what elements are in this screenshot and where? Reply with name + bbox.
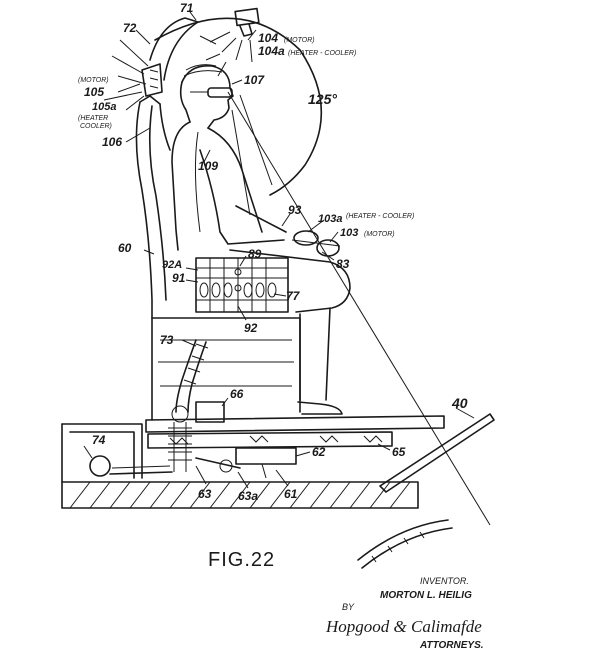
seat-base [151,317,301,423]
label-125-degrees: 125° [308,91,337,107]
attorneys-label: ATTORNEYS. [419,640,484,651]
label-93: 93 [288,203,302,217]
label-89: 89 [248,247,262,261]
label-77: 77 [286,289,301,303]
air-hose [175,339,209,413]
label-103-note: (MOTOR) [364,231,395,238]
inventor-name: MORTON L. HEILIG [380,590,472,601]
label-66: 66 [230,387,244,401]
overhead-fan-unit [199,7,260,77]
projection-arc [154,17,491,526]
rear-hood [103,17,199,101]
label-105: 105 [84,85,104,99]
leader-lines [83,11,475,489]
label-109: 109 [198,159,218,173]
label-105a-note1: (HEATER [78,115,108,122]
floor [61,423,419,509]
part-labels: 71 72 104 (MOTOR) 104a (HEATER - COOLER)… [78,1,468,503]
label-105a: 105a [92,101,116,113]
label-65: 65 [392,445,406,459]
label-103a-note: (HEATER - COOLER) [346,213,414,220]
label-40: 40 [451,395,468,411]
label-91: 91 [172,271,186,285]
label-83: 83 [336,257,350,271]
label-72: 72 [123,21,137,35]
label-104a-note: (HEATER - COOLER) [288,50,356,57]
label-103: 103 [340,227,358,239]
label-105-note: (MOTOR) [78,77,109,84]
label-107: 107 [244,73,265,87]
control-box [195,257,289,313]
label-71: 71 [180,1,194,15]
platform [145,405,445,479]
figure-caption: FIG.22 [208,549,275,571]
label-104: 104 [258,31,278,45]
label-61: 61 [284,487,298,501]
label-63: 63 [198,487,212,501]
label-60: 60 [118,241,132,255]
label-92: 92 [244,321,258,335]
label-105a-note2: COOLER) [80,123,112,130]
attorney-signature: Hopgood & Calimafde [325,617,482,636]
label-63a: 63a [238,489,258,503]
label-62: 62 [312,445,326,459]
label-103a: 103a [318,213,342,225]
by-label: BY [342,602,355,612]
seat-back [135,95,171,319]
label-74: 74 [92,433,106,447]
label-104a: 104a [258,44,285,58]
label-73: 73 [160,333,174,347]
screen [357,413,495,569]
label-92a: 92A [162,259,182,271]
inventor-heading: INVENTOR. [420,576,469,586]
label-106: 106 [102,135,122,149]
label-104-note: (MOTOR) [284,37,315,44]
